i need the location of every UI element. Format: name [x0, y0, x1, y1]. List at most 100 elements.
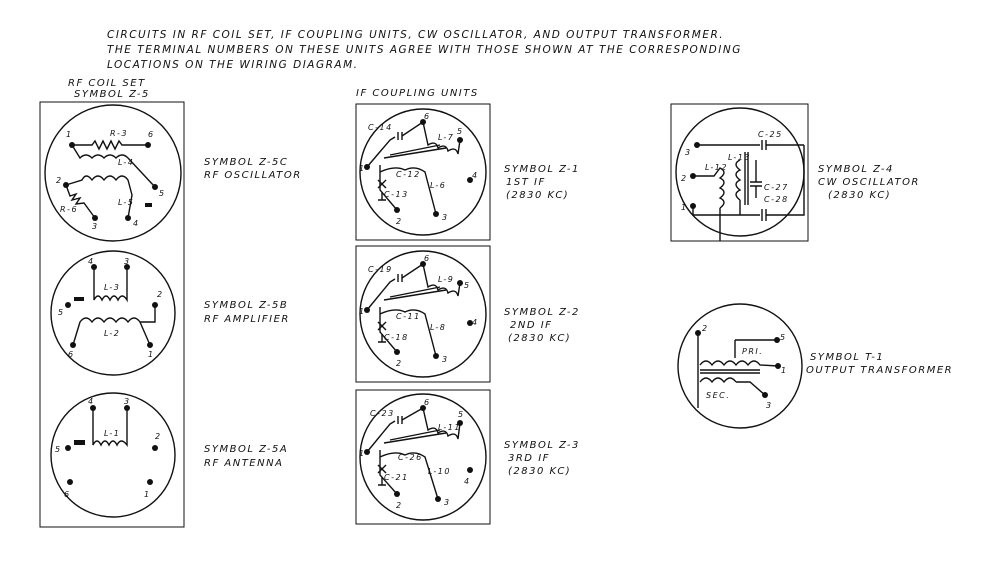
z3-terminal-6: 6: [424, 398, 431, 407]
z1-terminal-2: 2: [396, 217, 403, 226]
unit-z3: 6 5 1 4 2 3 C-23 C-26 C-21 L-11 L-10: [355, 389, 491, 525]
z3-terminal-4: 4: [464, 477, 471, 486]
unit-z3-frame: [355, 389, 491, 525]
z1-description: 1ST IF: [506, 177, 546, 188]
z5c-symbol-name: SYMBOL Z-5C: [204, 157, 288, 168]
z4-l12-label: L-12: [705, 163, 728, 172]
z5c-terminal-3: 3: [92, 222, 99, 231]
if-units-title: IF COUPLING UNITS: [356, 88, 479, 99]
header-notes: CIRCUITS IN RF COIL SET, IF COUPLING UNI…: [107, 29, 742, 71]
z2-c-mid-label: C-11: [396, 312, 421, 321]
unit-z5a-outline: [50, 392, 176, 518]
z2-terminal-3: 3: [442, 355, 449, 364]
z3-terminal-5: 5: [458, 410, 465, 419]
z1-terminal-6: 6: [424, 112, 431, 121]
z1-l-top-label: L-7: [438, 133, 454, 142]
t1-terminal-1: 1: [781, 366, 788, 375]
z3-description: 3RD IF: [508, 453, 550, 464]
t1-description: OUTPUT TRANSFORMER: [806, 365, 953, 376]
z5a-terminal-5: 5: [55, 445, 62, 454]
header-line-3: LOCATIONS ON THE WIRING DIAGRAM.: [107, 59, 359, 71]
z2-frequency: (2830 KC): [508, 333, 571, 344]
z5b-terminal-3: 3: [124, 257, 131, 266]
z1-terminal-4: 4: [472, 171, 479, 180]
z5b-terminal-1: 1: [148, 350, 155, 359]
z3-c-low-label: C-21: [384, 473, 409, 482]
z5b-terminal-5: 5: [58, 308, 65, 317]
z4-c28-label: C-28: [764, 195, 789, 204]
z4-description: CW OSCILLATOR: [818, 177, 920, 188]
t1-symbol-name: SYMBOL T-1: [810, 352, 884, 363]
z5c-terminal-2: 2: [56, 176, 63, 185]
z3-l-top-label: L-11: [438, 423, 461, 432]
z3-terminal-2: 2: [396, 501, 403, 510]
z4-terminal-2: 2: [681, 174, 688, 183]
unit-z1-frame: [355, 103, 491, 241]
z2-c-top-label: C-19: [368, 265, 393, 274]
z5c-description: RF OSCILLATOR: [204, 170, 302, 181]
z1-c-mid-label: C-12: [396, 170, 421, 179]
z2-terminal-1: 1: [359, 307, 366, 316]
z2-symbol-name: SYMBOL Z-2: [504, 307, 580, 318]
rf-coil-set-frame: [39, 101, 185, 528]
z4-c27-label: C-27: [764, 183, 789, 192]
z5a-terminal-2: 2: [155, 432, 162, 441]
z2-terminal-5: 5: [464, 281, 471, 290]
header-line-2: THE TERMINAL NUMBERS ON THESE UNITS AGRE…: [107, 44, 742, 56]
z4-frequency: (2830 KC): [828, 190, 891, 201]
z1-l-bot-label: L-6: [430, 181, 446, 190]
z3-c-mid-label: C-26: [398, 453, 423, 462]
z2-l-top-label: L-9: [438, 275, 454, 284]
z5b-terminal-2: 2: [157, 290, 164, 299]
t1-terminal-3: 3: [766, 401, 773, 410]
z1-frequency: (2830 KC): [506, 190, 569, 201]
z2-l-bot-label: L-8: [430, 323, 446, 332]
t1-primary-label: PRI.: [742, 347, 763, 356]
z5b-terminal-4: 4: [88, 257, 95, 266]
unit-z2-frame: [355, 245, 491, 383]
z3-l-bot-label: L-10: [428, 467, 451, 476]
if-coupling-units: IF COUPLING UNITS 6 5 1 4 2 3: [355, 88, 580, 525]
unit-z5c: 1 6 2 5 3 4 R-3 L-4 L-5 R-6: [44, 104, 182, 242]
z5b-l2-label: L-2: [104, 329, 120, 338]
unit-z4-frame: [670, 103, 809, 242]
z1-terminal-1: 1: [359, 164, 366, 173]
t1-terminal-5: 5: [780, 333, 787, 342]
rf-coil-set-title: RF COIL SET: [68, 78, 146, 89]
z4-terminal-1: 1: [681, 203, 688, 212]
z5a-terminal-3: 3: [124, 397, 131, 406]
z5c-r3-label: R-3: [110, 129, 128, 138]
z5c-terminal-4: 4: [133, 219, 140, 228]
z1-c-top-label: C-14: [368, 123, 393, 132]
z5a-terminal-4: 4: [88, 397, 95, 406]
z5c-r6-label: R-6: [60, 205, 78, 214]
z3-terminal-1: 1: [359, 449, 366, 458]
t1-terminal-2: 2: [702, 324, 709, 333]
z1-terminal-5: 5: [457, 127, 464, 136]
unit-z1: 6 5 1 4 2 3 C-14 C-12 C-13 L-7 L-6: [355, 103, 491, 241]
rf-coil-set-symbol: SYMBOL Z-5: [74, 89, 150, 100]
z5a-description: RF ANTENNA: [204, 458, 283, 469]
z5b-symbol-name: SYMBOL Z-5B: [204, 300, 288, 311]
z5c-l4-label: L-4: [118, 158, 134, 167]
z1-symbol-name: SYMBOL Z-1: [504, 164, 580, 175]
z5a-terminal-1: 1: [144, 490, 151, 499]
z3-frequency: (2830 KC): [508, 466, 571, 477]
unit-z2: 6 5 1 4 2 3 C-19 C-11 C-18 L-9 L-8: [355, 245, 491, 383]
z2-terminal-2: 2: [396, 359, 403, 368]
z5c-l5-label: L-5: [118, 198, 134, 207]
z5a-terminal-6: 6: [64, 490, 71, 499]
z2-terminal-4: 4: [472, 318, 479, 327]
rf-coil-set: RF COIL SET SYMBOL Z-5 1 6 2 5 3 4 R-3 L…: [39, 78, 302, 528]
z5c-terminal-6: 6: [148, 130, 155, 139]
z4-c25-label: C-25: [758, 130, 783, 139]
z5b-terminal-6: 6: [68, 350, 75, 359]
header-line-1: CIRCUITS IN RF COIL SET, IF COUPLING UNI…: [107, 29, 724, 41]
unit-z4: 3 2 1 C-25 L-12 L-13 C-27 C-28: [670, 103, 809, 242]
z2-description: 2ND IF: [510, 320, 552, 331]
z3-symbol-name: SYMBOL Z-3: [504, 440, 580, 451]
t1-secondary-label: SEC.: [706, 391, 730, 400]
z5b-description: RF AMPLIFIER: [204, 314, 290, 325]
z2-c-low-label: C-18: [384, 333, 409, 342]
unit-z5c-outline: [44, 104, 182, 242]
